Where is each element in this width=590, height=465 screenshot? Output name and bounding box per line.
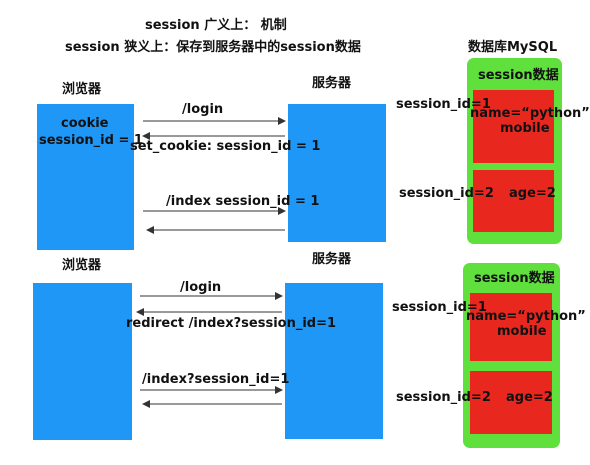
top-db-row2-key: session_id=2 bbox=[399, 186, 494, 201]
top-arrow1-label: /login bbox=[182, 102, 224, 117]
db-title: 数据库MySQL bbox=[468, 40, 558, 55]
bottom-db-record-2 bbox=[470, 371, 552, 434]
top-db-record-1 bbox=[473, 90, 554, 163]
top-db-record-2 bbox=[473, 170, 554, 232]
bottom-db-row2-value: age=2 bbox=[506, 390, 553, 405]
top-db-title: session数据 bbox=[478, 68, 559, 83]
bottom-db-title: session数据 bbox=[474, 271, 555, 286]
bottom-server-box bbox=[285, 283, 383, 439]
bottom-arrow3-label: /index?session_id=1 bbox=[142, 372, 290, 387]
bottom-db-row1-key: session_id=1 bbox=[392, 300, 487, 315]
top-arrow2-label: set_cookie: session_id = 1 bbox=[130, 139, 321, 154]
top-browser-cookie: cookie bbox=[61, 116, 109, 131]
top-browser-session-id: session_id = 1 bbox=[39, 133, 143, 148]
top-browser-box bbox=[37, 104, 134, 250]
top-db-row1-value-line2: mobile bbox=[500, 121, 550, 136]
top-arrow3-label: /index session_id = 1 bbox=[166, 194, 320, 209]
bottom-arrow1-label: /login bbox=[180, 280, 222, 295]
top-db-row1-key: session_id=1 bbox=[396, 97, 491, 112]
bottom-db-row2-key: session_id=2 bbox=[396, 390, 491, 405]
header-line-1: session 广义上： 机制 bbox=[145, 18, 287, 33]
bottom-db-row1-value-line1: name=“python” bbox=[466, 309, 586, 324]
top-db-row1-value-line1: name=“python” bbox=[470, 106, 590, 121]
top-server-label: 服务器 bbox=[312, 76, 352, 91]
bottom-browser-label: 浏览器 bbox=[62, 258, 102, 273]
top-db-row2-value: age=2 bbox=[509, 186, 556, 201]
bottom-db-row1-value-line2: mobile bbox=[497, 324, 547, 339]
header-line-2: session 狭义上：保存到服务器中的session数据 bbox=[65, 40, 361, 55]
bottom-server-label: 服务器 bbox=[312, 252, 352, 267]
top-browser-label: 浏览器 bbox=[62, 82, 102, 97]
top-server-box bbox=[288, 104, 386, 242]
bottom-arrow2-label: redirect /index?session_id=1 bbox=[126, 316, 337, 331]
bottom-browser-box bbox=[33, 283, 132, 440]
bottom-db-record-1 bbox=[470, 293, 552, 361]
